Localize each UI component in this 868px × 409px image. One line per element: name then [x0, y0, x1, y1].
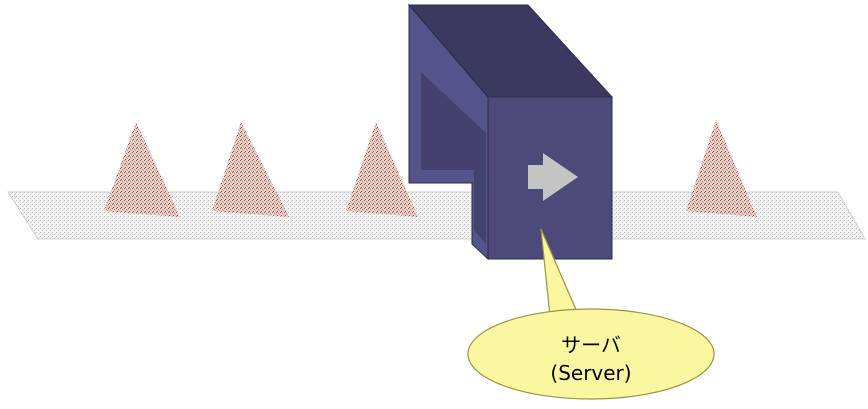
server-tunnel [421, 72, 486, 244]
item-pyramid-3 [346, 122, 418, 217]
server-label: サーバ [561, 333, 621, 357]
item-pyramid-2 [212, 122, 289, 217]
callout-ellipse [467, 308, 715, 400]
server-callout: サーバ (Server) [467, 228, 715, 400]
right-arrow-icon [528, 153, 578, 201]
item-pyramid-1 [104, 122, 180, 217]
server-label-en: (Server) [550, 361, 631, 385]
item-pyramid-4 [686, 120, 757, 217]
